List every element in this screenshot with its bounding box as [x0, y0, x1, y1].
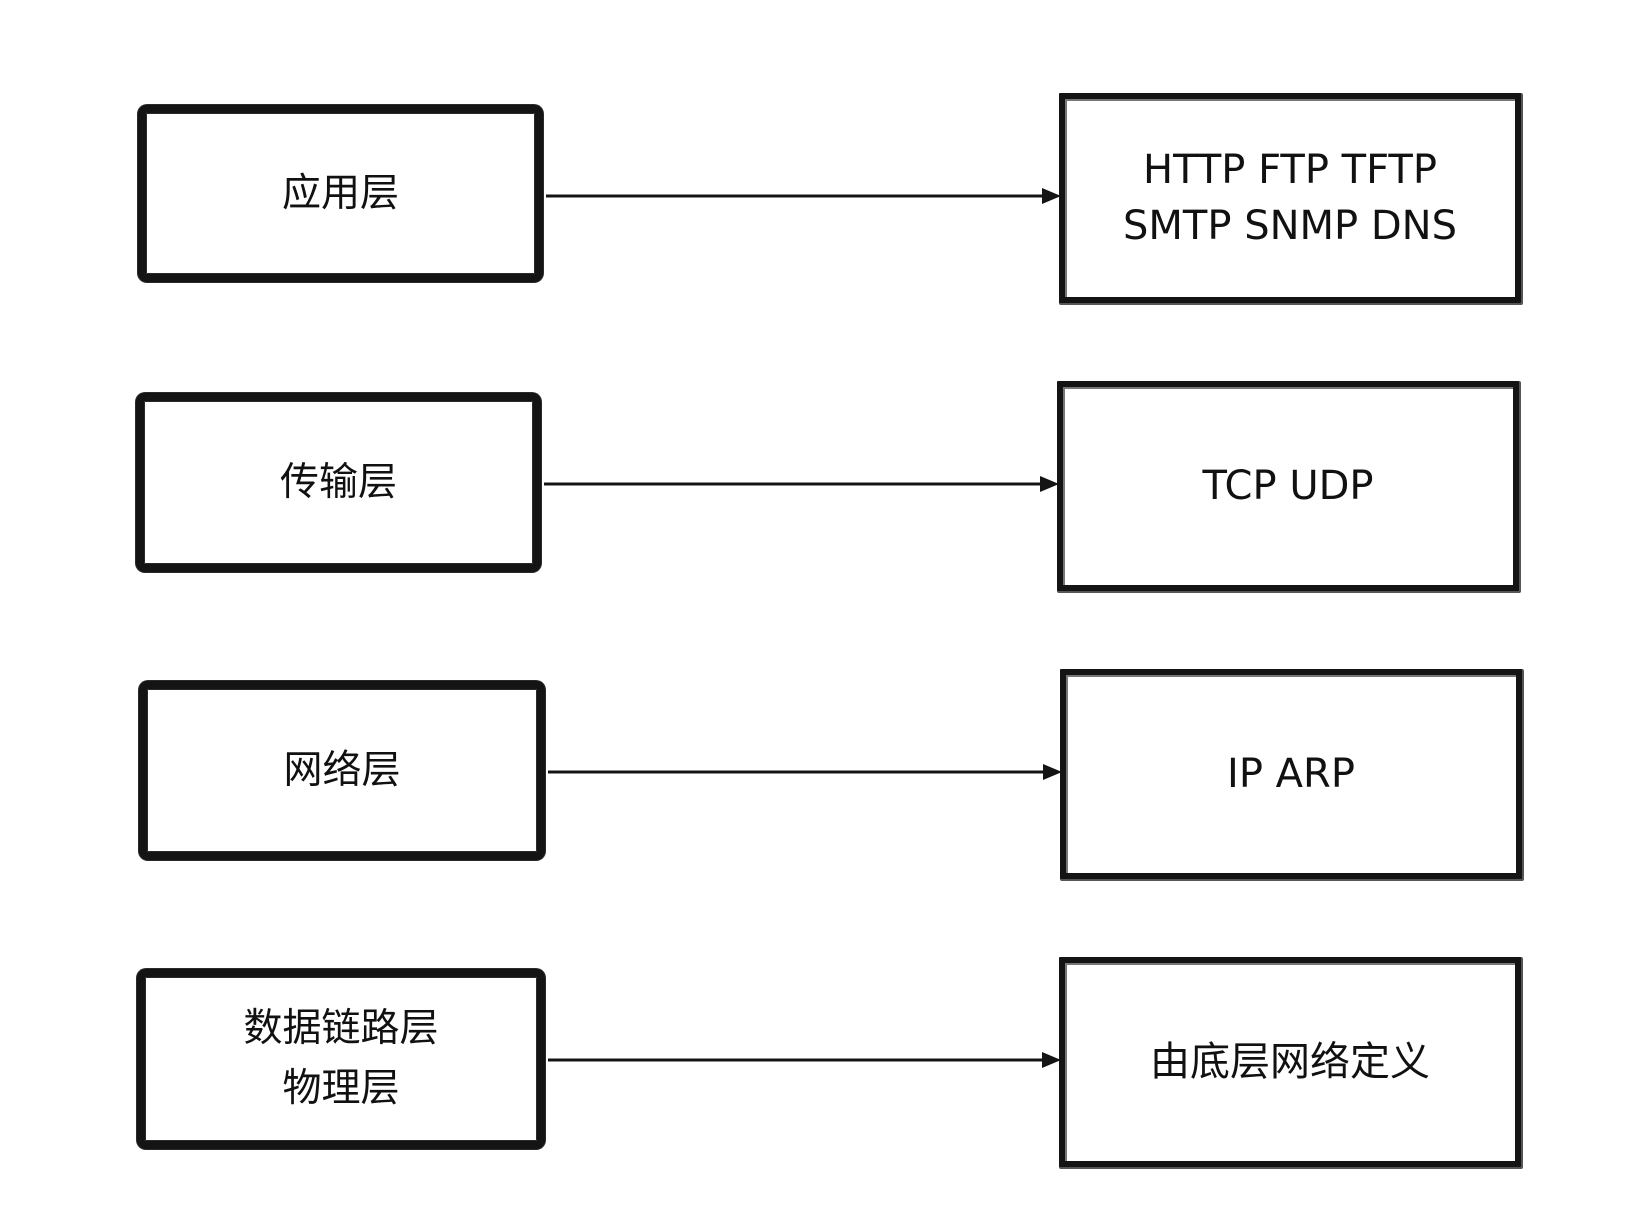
layer-box-transport: 传输层 — [136, 393, 541, 572]
layer-label: 应用层 — [281, 170, 399, 216]
arrow-row-0 — [546, 188, 1061, 204]
protocol-box-application: HTTP FTP TFTP SMTP SNMP DNS — [1059, 93, 1521, 303]
protocol-box-link-physical: 由底层网络定义 — [1059, 957, 1521, 1167]
protocol-label: IP ARP — [1227, 751, 1355, 797]
protocol-label: 由底层网络定义 — [1150, 1039, 1430, 1085]
layer-label: 物理层 — [282, 1066, 400, 1111]
layer-label: 数据链路层 — [243, 1006, 439, 1051]
layer-label: 网络层 — [283, 747, 401, 793]
arrow-head — [1042, 1052, 1061, 1068]
arrow-row-3 — [548, 1052, 1061, 1068]
layer-box-link-physical: 数据链路层 物理层 — [137, 969, 545, 1149]
layer-box-network: 网络层 — [139, 681, 545, 860]
arrow-head — [1040, 476, 1059, 492]
protocol-label: SMTP SNMP DNS — [1123, 203, 1457, 249]
layer-box-application: 应用层 — [138, 105, 543, 282]
arrow-row-1 — [544, 476, 1059, 492]
protocol-label: TCP UDP — [1202, 463, 1374, 509]
protocol-label: HTTP FTP TFTP — [1143, 147, 1437, 193]
protocol-box-network: IP ARP — [1060, 669, 1522, 879]
layer-label: 传输层 — [279, 459, 397, 505]
arrow-head — [1043, 764, 1062, 780]
arrow-row-2 — [548, 764, 1062, 780]
protocol-box-transport: TCP UDP — [1057, 381, 1519, 591]
arrow-head — [1042, 188, 1061, 204]
